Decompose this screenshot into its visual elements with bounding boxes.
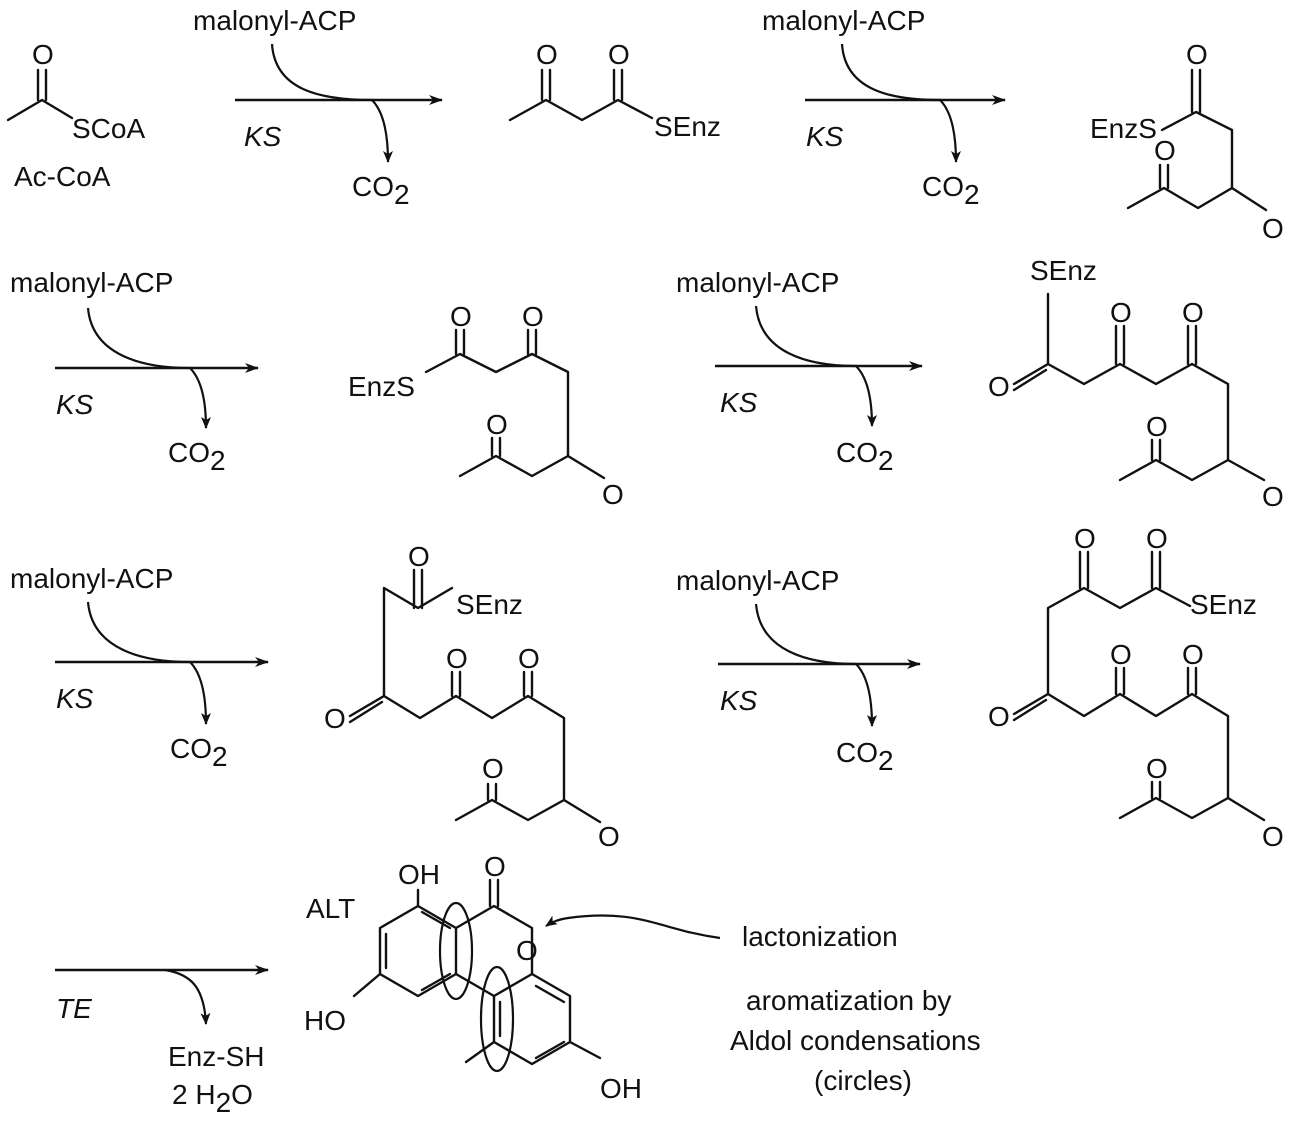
atom-senz: SEnz: [1030, 255, 1097, 286]
ks-label: KS: [244, 121, 282, 152]
alternariol-structure: ALT OH O O HO OH: [304, 851, 642, 1104]
atom-oxygen: O: [1146, 753, 1168, 784]
atom-oxygen: O: [1186, 39, 1208, 70]
atom-senz: SEnz: [1190, 589, 1257, 620]
co2-label: CO2: [836, 737, 894, 776]
atom-oxygen: O: [608, 39, 630, 70]
reaction-step-5: malonyl-ACP KS CO2: [10, 563, 269, 772]
atom-oxygen: O: [516, 935, 538, 966]
atom-oxygen: O: [536, 39, 558, 70]
atom-oxygen: O: [1146, 523, 1168, 554]
malonyl-acp-label: malonyl-ACP: [10, 267, 173, 298]
atom-oxygen: O: [1262, 821, 1284, 852]
atom-oxygen: O: [1154, 135, 1176, 166]
atom-senz: SEnz: [654, 111, 721, 142]
lactonization-label: lactonization: [742, 921, 898, 952]
atom-oxygen: O: [1074, 523, 1096, 554]
tetraketide-structure: O O EnzS O O: [348, 301, 624, 510]
heptaketide-structure: O O SEnz O O O O O: [988, 523, 1284, 852]
hexaketide-structure: O SEnz O O O O O: [324, 541, 620, 852]
acetyl-coa-label: Ac-CoA: [14, 161, 111, 192]
ks-label: KS: [56, 389, 94, 420]
reaction-step-1: malonyl-ACP KS CO2: [193, 5, 443, 210]
pentaketide-structure: SEnz O O O O O: [988, 255, 1284, 512]
atom-oh: OH: [600, 1073, 642, 1104]
atom-oxygen: O: [450, 301, 472, 332]
malonyl-acp-label: malonyl-ACP: [676, 565, 839, 596]
reaction-step-3: malonyl-ACP KS CO2: [10, 267, 259, 476]
co2-label: CO2: [836, 437, 894, 476]
ks-label: KS: [720, 387, 758, 418]
aromatization-label-line3: (circles): [814, 1065, 912, 1096]
malonyl-acp-label: malonyl-ACP: [676, 267, 839, 298]
atom-oxygen: O: [484, 851, 506, 882]
atom-oxygen: O: [1110, 297, 1132, 328]
atom-oxygen: O: [446, 643, 468, 674]
atom-oxygen: O: [1182, 297, 1204, 328]
atom-oxygen: O: [324, 703, 346, 734]
malonyl-acp-label: malonyl-ACP: [193, 5, 356, 36]
ks-label: KS: [720, 685, 758, 716]
atom-oxygen: O: [1110, 639, 1132, 670]
atom-enzs: EnzS: [348, 371, 415, 402]
acetoacetyl-enzyme-structure: O O SEnz: [508, 39, 721, 142]
annotations: lactonization aromatization by Aldol con…: [545, 914, 981, 1096]
aldol-circle: [438, 901, 474, 1001]
co2-label: CO2: [168, 437, 226, 476]
malonyl-acp-label: malonyl-ACP: [10, 563, 173, 594]
atom-oxygen: O: [522, 301, 544, 332]
atom-oxygen: O: [1262, 213, 1284, 244]
atom-senz: SEnz: [456, 589, 523, 620]
atom-oxygen: O: [486, 409, 508, 440]
enz-sh-label: Enz-SH: [168, 1041, 264, 1072]
atom-oxygen: O: [598, 821, 620, 852]
product-label: ALT: [306, 893, 355, 924]
aromatization-label-line1: aromatization by: [746, 985, 951, 1016]
ks-label: KS: [56, 683, 94, 714]
atom-oxygen: O: [988, 701, 1010, 732]
malonyl-acp-label: malonyl-ACP: [762, 5, 925, 36]
co2-label: CO2: [352, 171, 410, 210]
atom-oh: OH: [398, 859, 440, 890]
reaction-step-6: malonyl-ACP KS CO2: [676, 565, 921, 776]
reaction-step-7: TE Enz-SH 2 H2O: [55, 965, 269, 1118]
te-label: TE: [56, 993, 92, 1024]
atom-oxygen: O: [408, 541, 430, 572]
atom-oxygen: O: [1262, 481, 1284, 512]
atom-ho: HO: [304, 1005, 346, 1036]
aldol-circle: [479, 965, 515, 1073]
atom-oxygen: O: [32, 39, 54, 70]
atom-oxygen: O: [1146, 411, 1168, 442]
atom-oxygen: O: [988, 371, 1010, 402]
atom-scoa: SCoA: [72, 113, 145, 144]
acetyl-coa-structure: O SCoA Ac-CoA: [6, 39, 145, 192]
atom-enzs: EnzS: [1090, 113, 1157, 144]
atom-oxygen: O: [518, 643, 540, 674]
ks-label: KS: [806, 121, 844, 152]
reaction-step-4: malonyl-ACP KS CO2: [676, 267, 923, 476]
triketide-structure: O EnzS O O: [1090, 39, 1284, 244]
atom-oxygen: O: [1182, 639, 1204, 670]
co2-label: CO2: [170, 733, 228, 772]
water-label: 2 H2O: [172, 1079, 253, 1118]
atom-oxygen: O: [602, 479, 624, 510]
co2-label: CO2: [922, 171, 980, 210]
atom-oxygen: O: [482, 753, 504, 784]
aromatization-label-line2: Aldol condensations: [730, 1025, 981, 1056]
reaction-step-2: malonyl-ACP KS CO2: [762, 5, 1006, 210]
